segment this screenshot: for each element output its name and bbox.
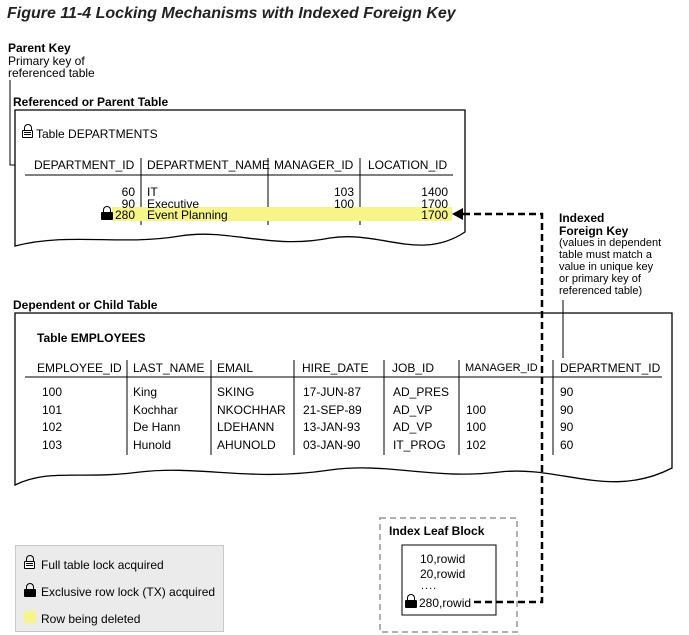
emp-header: LAST_NAME	[133, 361, 205, 375]
dept-row-manager: 103	[333, 185, 354, 199]
emp-cell: 13-JAN-93	[303, 420, 361, 434]
emp-header: JOB_ID	[392, 361, 435, 375]
emp-cell: 60	[560, 438, 574, 452]
legend-deleted-swatch	[24, 611, 36, 623]
dept-row-location: 1400	[421, 185, 448, 199]
legend-row-lock-label: Exclusive row lock (TX) acquired	[41, 585, 216, 599]
emp-cell: AD_PRES	[393, 385, 450, 399]
index-leaf-ellipsis: ....	[421, 580, 438, 592]
emp-cell: AHUNOLD	[217, 438, 276, 452]
index-leaf-inner-box	[401, 544, 497, 616]
emp-cell: 100	[466, 420, 487, 434]
legend-deleted-label: Row being deleted	[41, 612, 141, 626]
emp-header: HIRE_DATE	[302, 361, 369, 375]
indexed-fk-desc: value in unique key	[559, 261, 654, 273]
employees-shape	[14, 312, 673, 487]
indexed-fk-title1: Indexed	[559, 211, 605, 225]
deleted-row-highlight	[112, 207, 452, 221]
row-lock-icon	[101, 206, 113, 220]
emp-cell: AD_VP	[393, 420, 433, 434]
emp-header: DEPARTMENT_ID	[560, 361, 661, 375]
indexed-fk-desc: (values in dependent	[559, 237, 662, 249]
emp-cell: Kochhar	[133, 403, 178, 417]
employees-table-name: Table EMPLOYEES	[37, 331, 146, 345]
departments-table-name: Table DEPARTMENTS	[36, 127, 158, 141]
indexed-fk-desc: table must match a	[559, 249, 652, 261]
index-row-lock-icon	[405, 594, 417, 608]
index-leaf-entry: 10,rowid	[420, 552, 466, 566]
emp-cell: 100	[42, 385, 63, 399]
emp-header: EMPLOYEE_ID	[37, 361, 122, 375]
emp-cell: SKING	[217, 385, 255, 399]
figure-title: Figure 11-4 Locking Mechanisms with Inde…	[7, 5, 456, 22]
parent-section-label: Referenced or Parent Table	[13, 95, 169, 109]
parent-key-line2: referenced table	[8, 66, 95, 80]
full-table-lock-icon	[22, 124, 34, 138]
dept-header-location-id: LOCATION_ID	[368, 158, 448, 172]
dept-row-id: 60	[121, 185, 135, 199]
dept-row-location: 1700	[421, 197, 448, 211]
emp-cell: 17-JUN-87	[303, 385, 362, 399]
emp-cell: IT_PROG	[393, 438, 446, 452]
index-leaf-title: Index Leaf Block	[389, 524, 485, 538]
dept-row-name: Executive	[147, 197, 200, 211]
emp-header: MANAGER_ID	[465, 362, 538, 374]
emp-cell: 90	[560, 403, 574, 417]
emp-cell: 90	[560, 420, 574, 434]
index-leaf-entry: 280,rowid	[419, 596, 472, 610]
indexed-fk-desc: or primary key of	[559, 273, 641, 285]
emp-cell: 100	[466, 403, 487, 417]
dept-header-department-id: DEPARTMENT_ID	[34, 158, 135, 172]
legend	[15, 545, 224, 632]
emp-header: EMAIL	[217, 361, 254, 375]
indexed-fk-desc: referenced table)	[559, 285, 643, 297]
child-section-label: Dependent or Child Table	[13, 298, 158, 312]
emp-cell: 90	[560, 385, 574, 399]
dept-header-department-name: DEPARTMENT_NAME	[147, 158, 270, 172]
legend-full-lock-label: Full table lock acquired	[41, 558, 164, 572]
dept-row-location: 1700	[421, 208, 448, 222]
dept-row-id: 280	[114, 208, 135, 222]
emp-cell: 21-SEP-89	[303, 403, 362, 417]
emp-cell: Hunold	[133, 438, 172, 452]
index-leaf-entry: 20,rowid	[420, 567, 466, 581]
index-leaf-outer-box	[379, 517, 518, 633]
emp-cell: De Hann	[133, 420, 181, 434]
emp-cell: NKOCHHAR	[217, 403, 286, 417]
dept-row-id: 90	[121, 197, 135, 211]
dept-header-manager-id: MANAGER_ID	[274, 158, 354, 172]
index-arrow-head	[452, 208, 463, 220]
dept-row-name: Event Planning	[147, 208, 228, 222]
parent-key-line1: Primary key of	[8, 54, 85, 68]
emp-cell: AD_VP	[393, 403, 433, 417]
emp-cell: 102	[42, 420, 63, 434]
legend-row-lock-icon	[24, 583, 36, 597]
parent-key-title: Parent Key	[8, 41, 71, 55]
emp-cell: 03-JAN-90	[303, 438, 361, 452]
emp-cell: 103	[42, 438, 63, 452]
emp-cell: King	[133, 385, 158, 399]
index-arrow-path	[460, 212, 544, 604]
legend-full-lock-icon	[24, 555, 36, 569]
dept-row-name: IT	[147, 185, 158, 199]
dept-row-manager: 100	[333, 197, 354, 211]
emp-cell: 101	[42, 403, 63, 417]
emp-cell: LDEHANN	[217, 420, 275, 434]
indexed-fk-title2: Foreign Key	[559, 224, 629, 238]
emp-cell: 102	[466, 438, 487, 452]
